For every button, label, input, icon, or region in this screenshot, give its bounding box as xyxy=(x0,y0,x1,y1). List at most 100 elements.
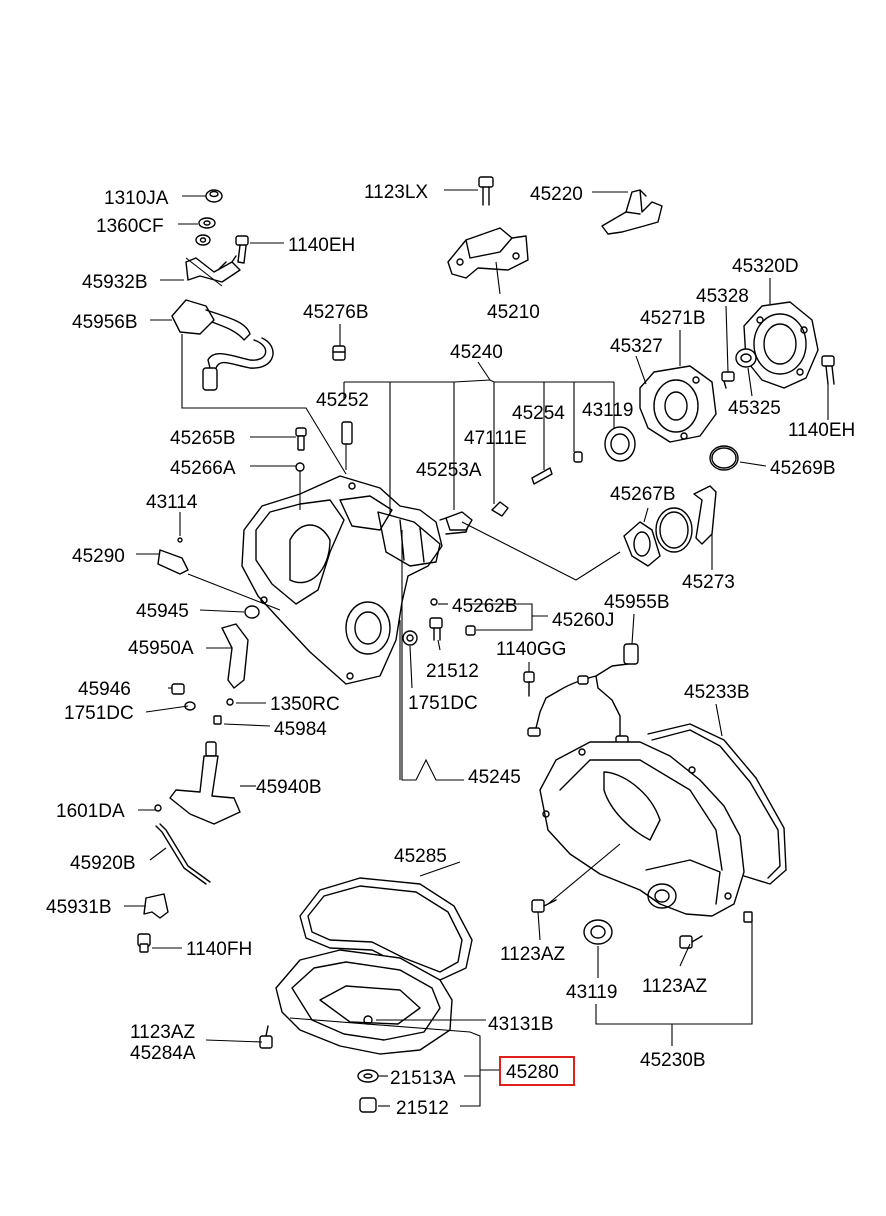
bolt-1140eh-upper xyxy=(235,235,249,264)
label-45253a[interactable]: 45253A xyxy=(416,460,482,481)
label-45266a[interactable]: 45266A xyxy=(170,458,236,479)
speed-sensor-45955b xyxy=(527,643,639,745)
transaxle-case xyxy=(241,475,471,685)
label-43114[interactable]: 43114 xyxy=(146,492,198,513)
label-45230b[interactable]: 45230B xyxy=(640,1050,706,1071)
leader-lines xyxy=(124,189,829,1107)
bolt-1140gg xyxy=(523,671,535,697)
label-45325[interactable]: 45325 xyxy=(728,398,781,419)
label-45955b[interactable]: 45955B xyxy=(604,592,670,613)
seal-45267b xyxy=(623,521,661,567)
label-45950a[interactable]: 45950A xyxy=(128,638,194,659)
label-1751dc-left[interactable]: 1751DC xyxy=(64,703,134,724)
label-47111e[interactable]: 47111E xyxy=(464,428,527,449)
part-labels: 1310JA 1360CF 1140EH 45932B 45956B 1123L… xyxy=(46,182,855,1119)
label-1140eh-right[interactable]: 1140EH xyxy=(788,420,855,441)
label-45245[interactable]: 45245 xyxy=(468,767,521,788)
washer-1360cf xyxy=(195,217,216,246)
seal-43119-lower xyxy=(583,919,613,945)
ring-1751dc-center xyxy=(402,630,418,646)
label-21513a[interactable]: 21513A xyxy=(390,1068,456,1089)
bracket-45932b xyxy=(185,255,241,283)
label-45284a[interactable]: 45284A xyxy=(130,1043,196,1064)
label-45267b[interactable]: 45267B xyxy=(610,484,676,505)
label-21512-center[interactable]: 21512 xyxy=(426,661,479,682)
label-45276b[interactable]: 45276B xyxy=(303,302,369,323)
label-1350rc[interactable]: 1350RC xyxy=(270,694,340,715)
label-45265b[interactable]: 45265B xyxy=(170,428,236,449)
bolt-1123az-mid xyxy=(531,899,557,913)
label-1360cf[interactable]: 1360CF xyxy=(96,216,164,237)
label-45220[interactable]: 45220 xyxy=(530,184,583,205)
spring-47111e xyxy=(491,501,509,517)
clip-45931b xyxy=(143,893,169,919)
label-45320d[interactable]: 45320D xyxy=(732,256,799,277)
label-45285[interactable]: 45285 xyxy=(394,846,447,867)
label-45260j[interactable]: 45260J xyxy=(552,610,614,631)
label-1123lx[interactable]: 1123LX xyxy=(364,182,428,203)
label-45269b[interactable]: 45269B xyxy=(770,458,836,479)
label-1123az-mid[interactable]: 1123AZ xyxy=(500,944,566,965)
pin-43114 xyxy=(177,537,183,543)
bracket-45220 xyxy=(601,189,663,235)
label-1751dc-center[interactable]: 1751DC xyxy=(408,693,478,714)
label-45946[interactable]: 45946 xyxy=(78,679,131,700)
label-45252[interactable]: 45252 xyxy=(316,390,369,411)
plug-21512-lower xyxy=(359,1097,377,1113)
label-45940b[interactable]: 45940B xyxy=(256,777,322,798)
label-1310ja[interactable]: 1310JA xyxy=(104,188,169,209)
plug-45262b xyxy=(430,598,438,606)
shaft-45940b xyxy=(169,741,241,825)
label-45254[interactable]: 45254 xyxy=(512,403,565,424)
label-45271b[interactable]: 45271B xyxy=(640,308,706,329)
nut-1310ja xyxy=(205,189,223,203)
label-45945[interactable]: 45945 xyxy=(136,601,189,622)
label-45233b[interactable]: 45233B xyxy=(684,682,750,703)
label-45984[interactable]: 45984 xyxy=(274,719,327,740)
label-45920b[interactable]: 45920B xyxy=(70,853,136,874)
label-45931b[interactable]: 45931B xyxy=(46,897,112,918)
label-45290[interactable]: 45290 xyxy=(72,546,125,567)
label-45240[interactable]: 45240 xyxy=(450,342,503,363)
bolt-1123az-right xyxy=(679,935,703,949)
plug-45276b xyxy=(332,345,346,361)
seal-45325 xyxy=(735,348,757,368)
label-43131b[interactable]: 43131B xyxy=(488,1014,554,1035)
label-45262b[interactable]: 45262B xyxy=(452,596,518,617)
label-45932b[interactable]: 45932B xyxy=(82,272,148,293)
label-1140fh[interactable]: 1140FH xyxy=(186,939,252,960)
pin-45254 xyxy=(531,467,553,485)
label-43119-lower[interactable]: 43119 xyxy=(566,982,617,1003)
plug-45265b xyxy=(295,427,307,451)
bracket-45210 xyxy=(447,227,529,279)
label-21512-lower[interactable]: 21512 xyxy=(396,1098,449,1119)
bolt-1123lx xyxy=(478,176,494,206)
gasket-45233b xyxy=(647,723,787,885)
label-45327[interactable]: 45327 xyxy=(610,336,663,357)
oring-45269b xyxy=(709,445,739,471)
label-45280[interactable]: 45280 xyxy=(506,1062,559,1083)
highlight-box-45280 xyxy=(499,1056,575,1086)
label-1601da[interactable]: 1601DA xyxy=(56,801,125,822)
part-drawings xyxy=(137,176,835,1113)
sensor-45956b xyxy=(171,299,274,391)
label-45956b[interactable]: 45956B xyxy=(72,312,138,333)
rod-45920b xyxy=(155,823,211,885)
label-45210[interactable]: 45210 xyxy=(487,302,540,323)
label-45328[interactable]: 45328 xyxy=(696,286,749,307)
label-1123az-right[interactable]: 1123AZ xyxy=(642,976,708,997)
plug-small xyxy=(573,451,583,463)
bolt-45328 xyxy=(721,371,735,389)
bolt-21512-center xyxy=(429,617,443,641)
pin-1350rc xyxy=(226,698,234,706)
bolt-45984 xyxy=(213,715,222,725)
label-45273[interactable]: 45273 xyxy=(682,572,735,593)
label-1140eh-upper[interactable]: 1140EH xyxy=(288,235,355,256)
oil-pan-45280 xyxy=(275,949,453,1055)
label-1123az-left[interactable]: 1123AZ xyxy=(130,1022,196,1043)
bolt-1140eh-right xyxy=(821,355,835,385)
label-43119-upper[interactable]: 43119 xyxy=(582,400,633,421)
bolt-45260j xyxy=(465,625,476,636)
label-1140gg[interactable]: 1140GG xyxy=(496,639,566,660)
